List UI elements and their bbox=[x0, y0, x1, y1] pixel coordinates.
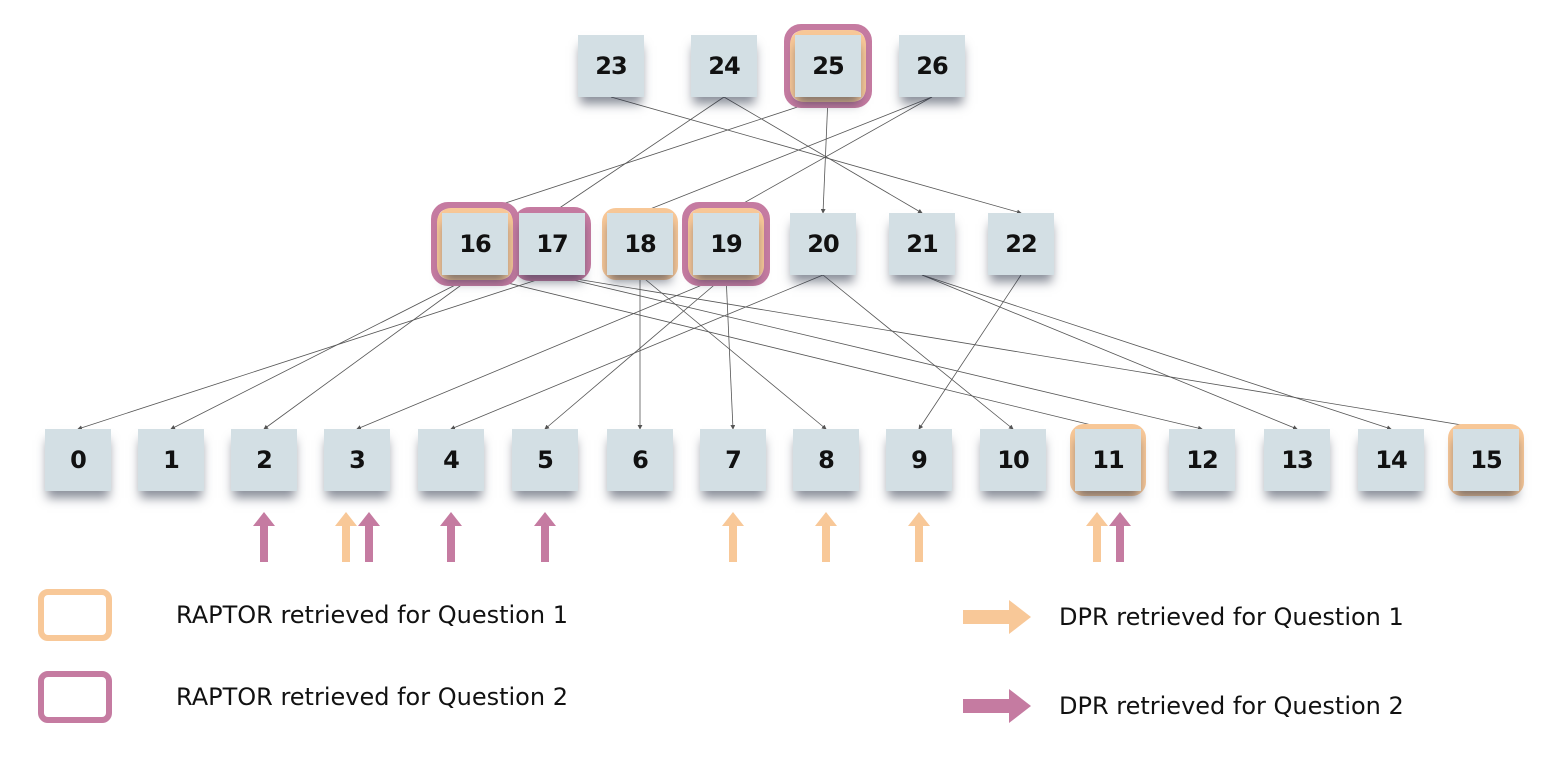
node-20: 20 bbox=[790, 213, 856, 275]
edge-16-2 bbox=[263, 274, 476, 430]
node-21: 21 bbox=[889, 213, 955, 275]
node-24: 24 bbox=[691, 35, 757, 97]
edge-19-7 bbox=[725, 274, 736, 430]
edge-18-8 bbox=[639, 274, 827, 430]
edge-19-3 bbox=[356, 274, 727, 430]
edge-20-10 bbox=[822, 274, 1014, 430]
node-14: 14 bbox=[1358, 429, 1424, 491]
node-0: 0 bbox=[45, 429, 111, 491]
node-1: 1 bbox=[138, 429, 204, 491]
node-12: 12 bbox=[1169, 429, 1235, 491]
edge-25-20 bbox=[820, 96, 829, 214]
node-18: 18 bbox=[607, 213, 673, 275]
node-2: 2 bbox=[231, 429, 297, 491]
edge-17-15 bbox=[551, 274, 1487, 431]
edge-21-14 bbox=[921, 274, 1392, 431]
legend-label-dpr-q2: DPR retrieved for Question 2 bbox=[1059, 692, 1404, 720]
node-11: 11 bbox=[1075, 429, 1141, 491]
node-7: 7 bbox=[700, 429, 766, 491]
dpr-q2-up-arrow-icon-2 bbox=[253, 512, 275, 562]
edge-26-19 bbox=[725, 96, 933, 214]
node-16: 16 bbox=[442, 213, 508, 275]
right-arrow-q1-icon bbox=[963, 600, 1031, 634]
dpr-q1-up-arrow-icon-11 bbox=[1086, 512, 1108, 562]
dpr-q1-up-arrow-icon-9 bbox=[908, 512, 930, 562]
legend-box-q2 bbox=[38, 671, 112, 723]
node-13: 13 bbox=[1264, 429, 1330, 491]
dpr-q2-up-arrow-icon-3 bbox=[358, 512, 380, 562]
legend-raptor-q1: RAPTOR retrieved for Question 1 bbox=[38, 589, 568, 641]
right-arrow-q2-icon bbox=[963, 689, 1031, 723]
node-15: 15 bbox=[1453, 429, 1519, 491]
dpr-q1-up-arrow-icon-3 bbox=[335, 512, 357, 562]
legend-label-raptor-q2: RAPTOR retrieved for Question 2 bbox=[176, 683, 568, 711]
edge-24-21 bbox=[723, 96, 923, 214]
legend-label-dpr-q1: DPR retrieved for Question 1 bbox=[1059, 603, 1404, 631]
node-5: 5 bbox=[512, 429, 578, 491]
node-4: 4 bbox=[418, 429, 484, 491]
node-19: 19 bbox=[693, 213, 759, 275]
legend-box-q1 bbox=[38, 589, 112, 641]
node-10: 10 bbox=[980, 429, 1046, 491]
edge-17-12 bbox=[551, 274, 1203, 431]
node-6: 6 bbox=[607, 429, 673, 491]
legend-dpr-q2: DPR retrieved for Question 2 bbox=[963, 689, 1404, 723]
edge-19-5 bbox=[544, 274, 727, 430]
edge-23-22 bbox=[610, 96, 1022, 215]
dpr-q2-up-arrow-icon-11 bbox=[1109, 512, 1131, 562]
node-17: 17 bbox=[519, 213, 585, 275]
edge-16-1 bbox=[170, 274, 476, 430]
edge-26-18 bbox=[639, 96, 933, 214]
edge-21-13 bbox=[921, 274, 1298, 430]
edge-16-11 bbox=[474, 274, 1109, 431]
legend-raptor-q2: RAPTOR retrieved for Question 2 bbox=[38, 671, 568, 723]
edge-25-16 bbox=[474, 96, 829, 215]
edge-17-0 bbox=[77, 274, 553, 431]
node-3: 3 bbox=[324, 429, 390, 491]
node-23: 23 bbox=[578, 35, 644, 97]
legend-dpr-q1: DPR retrieved for Question 1 bbox=[963, 600, 1404, 634]
edge-22-9 bbox=[918, 274, 1022, 430]
dpr-q2-up-arrow-icon-5 bbox=[534, 512, 556, 562]
dpr-q2-up-arrow-icon-4 bbox=[440, 512, 462, 562]
edge-20-4 bbox=[450, 274, 824, 430]
node-22: 22 bbox=[988, 213, 1054, 275]
edge-24-17 bbox=[551, 96, 725, 214]
node-9: 9 bbox=[886, 429, 952, 491]
legend-label-raptor-q1: RAPTOR retrieved for Question 1 bbox=[176, 601, 568, 629]
dpr-q1-up-arrow-icon-8 bbox=[815, 512, 837, 562]
node-25: 25 bbox=[795, 35, 861, 97]
node-8: 8 bbox=[793, 429, 859, 491]
dpr-q1-up-arrow-icon-7 bbox=[722, 512, 744, 562]
node-26: 26 bbox=[899, 35, 965, 97]
